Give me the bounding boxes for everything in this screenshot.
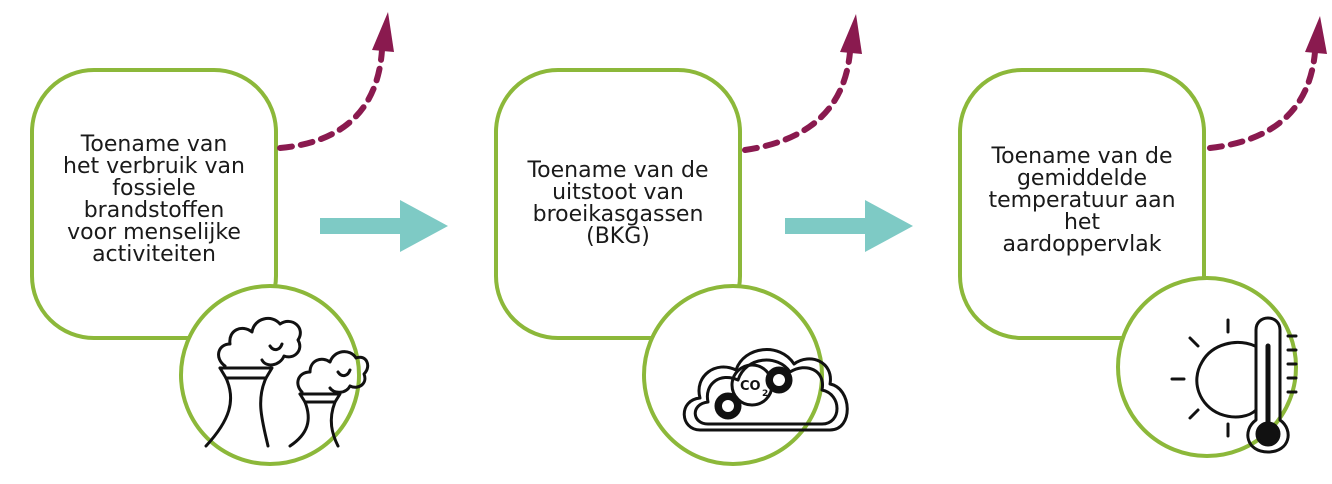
co2-cloud-icon: CO 2 <box>682 348 849 432</box>
co2-label: CO <box>740 379 761 394</box>
co2-subscript: 2 <box>762 389 768 399</box>
flow-arrow-1 <box>320 200 448 252</box>
sun-thermometer-icon <box>1170 316 1298 454</box>
icon-circle-fossil-fuels <box>179 284 361 466</box>
power-plant-smoke-icon <box>204 316 370 448</box>
step-box-fossil-fuels: Toename van het verbruik van fossiele br… <box>30 68 278 340</box>
step-text-temperature: Toename van de gemiddelde temperatuur aa… <box>988 144 1176 257</box>
emission-arrow-1 <box>277 12 394 151</box>
emission-arrow-2 <box>742 14 862 153</box>
step-text-fossil-fuels: Toename van het verbruik van fossiele br… <box>63 132 245 267</box>
flow-arrow-2 <box>785 200 913 252</box>
emission-arrow-3 <box>1207 16 1327 151</box>
step-box-temperature: Toename van de gemiddelde temperatuur aa… <box>958 68 1206 340</box>
step-text-ghg-emissions: Toename van de uitstoot van broeikasgass… <box>527 158 709 249</box>
